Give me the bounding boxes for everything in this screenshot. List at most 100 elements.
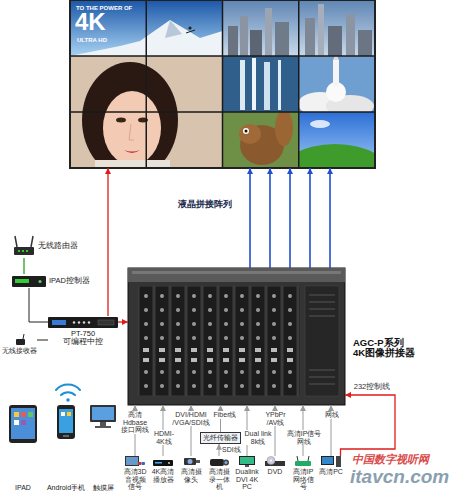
video-wall-picture — [299, 112, 375, 168]
cable-label: Fiber线 — [213, 411, 237, 419]
device-icon — [21, 420, 26, 425]
video-wall-picture — [70, 0, 375, 168]
node-label: DVD — [262, 468, 289, 476]
device-icon — [322, 457, 333, 464]
device-icon — [38, 280, 41, 283]
splicer-chassis — [128, 268, 345, 405]
splicer-chassis — [309, 377, 335, 378]
cable-label: Dual link 8k线 — [243, 430, 273, 445]
device-icon — [15, 236, 17, 247]
device-icon — [98, 320, 114, 325]
connector — [37, 340, 48, 341]
splicer-chassis — [309, 309, 335, 310]
video-wall-picture — [223, 56, 299, 112]
cable-label: HDMI-4K线 — [151, 430, 177, 445]
node-label: 光纤传输器 — [203, 434, 238, 442]
cable-label: DVI/HDMI /VGA/SDI线 — [171, 411, 211, 426]
arrow-head — [287, 168, 293, 174]
device-icon — [61, 412, 65, 416]
device-icon — [21, 412, 26, 417]
video-wall-picture — [278, 60, 281, 110]
device-icon — [28, 412, 33, 417]
node-label: 液晶拼接阵列 — [178, 200, 232, 210]
device-icon — [57, 405, 75, 439]
connector — [327, 168, 333, 268]
arrow-head — [267, 168, 273, 174]
video-wall-picture — [70, 0, 375, 168]
device-icon — [16, 339, 25, 345]
device-icon — [14, 412, 19, 417]
connector-line — [107, 168, 108, 316]
splicer-chassis — [309, 384, 335, 385]
video-wall-picture — [243, 128, 249, 134]
device-icon — [90, 405, 116, 422]
arrow-head — [105, 168, 111, 174]
video-wall-picture — [228, 26, 238, 56]
device-icon — [22, 250, 24, 252]
video-wall-picture — [318, 4, 324, 56]
video-wall-picture — [358, 30, 372, 56]
video-wall-picture — [124, 150, 140, 153]
node-label: 无线路由器 — [38, 242, 78, 250]
device-icon — [236, 456, 258, 467]
arrow-head — [307, 168, 313, 174]
node-label: 高清摄录一体机 — [206, 468, 233, 491]
cable-label: 网线 — [324, 411, 340, 419]
wifi-symbol — [61, 392, 75, 395]
connector-line — [29, 288, 48, 322]
device-icon — [297, 456, 298, 461]
connector-line — [289, 168, 291, 268]
device-icon — [196, 460, 200, 463]
device-icon — [239, 456, 255, 465]
video-wall-picture — [188, 26, 191, 29]
device-icon — [153, 460, 173, 466]
video-wall-picture — [222, 0, 224, 168]
device-icon — [12, 234, 36, 258]
video-wall-picture — [239, 124, 261, 144]
node-label: 高清IP网络信号 — [290, 468, 317, 491]
device-icon — [240, 457, 254, 464]
connector-line — [37, 340, 48, 341]
device-icon — [14, 247, 34, 255]
video-wall-picture — [299, 144, 375, 168]
node-label: Dualink DVI 4K PC — [234, 468, 261, 491]
device-icon — [67, 412, 71, 416]
watermark: itavcn.com — [350, 467, 449, 486]
device-icon — [225, 461, 228, 464]
node-label: 无线接收器 — [2, 347, 37, 355]
device-icon — [26, 250, 28, 252]
node-label: IPAD — [4, 484, 42, 492]
splicer-chassis — [128, 268, 345, 405]
wireless-router: 无线路由器 — [12, 234, 78, 258]
cable-label: YPbPr /AV线 — [263, 411, 288, 426]
device-icon — [63, 435, 69, 437]
video-wall-picture — [310, 120, 330, 128]
connector-line — [309, 168, 311, 268]
device-icon — [270, 460, 272, 462]
device-icon — [124, 456, 146, 467]
device-icon — [321, 456, 334, 465]
ipad-controller: IPAD控制器 — [12, 274, 90, 288]
device-icon — [245, 465, 249, 467]
video-wall-picture — [223, 112, 299, 168]
device-icon — [23, 334, 24, 339]
cable-label: 232控制线 — [350, 383, 394, 391]
cable-label: 高清 Hdbase 接口网线 — [120, 411, 150, 434]
video-wall-picture — [275, 22, 289, 56]
device-icon — [48, 316, 118, 329]
splicer-chassis — [309, 302, 335, 303]
connector — [118, 319, 128, 325]
video-wall-picture — [129, 124, 134, 140]
video-wall-picture — [82, 62, 178, 168]
device-icon — [18, 250, 20, 252]
video-wall-picture — [165, 20, 182, 38]
video-wall: 液晶拼接阵列 — [70, 0, 375, 168]
device-icon — [264, 456, 286, 467]
video-wall-picture — [328, 26, 342, 56]
device-icon — [9, 405, 37, 443]
node-label: AGC-P系列 4K图像拼接器 — [353, 338, 445, 359]
device-icon — [73, 321, 75, 323]
video-wall-picture — [95, 160, 170, 168]
video-wall-picture — [116, 118, 126, 123]
device-icon — [95, 426, 111, 428]
